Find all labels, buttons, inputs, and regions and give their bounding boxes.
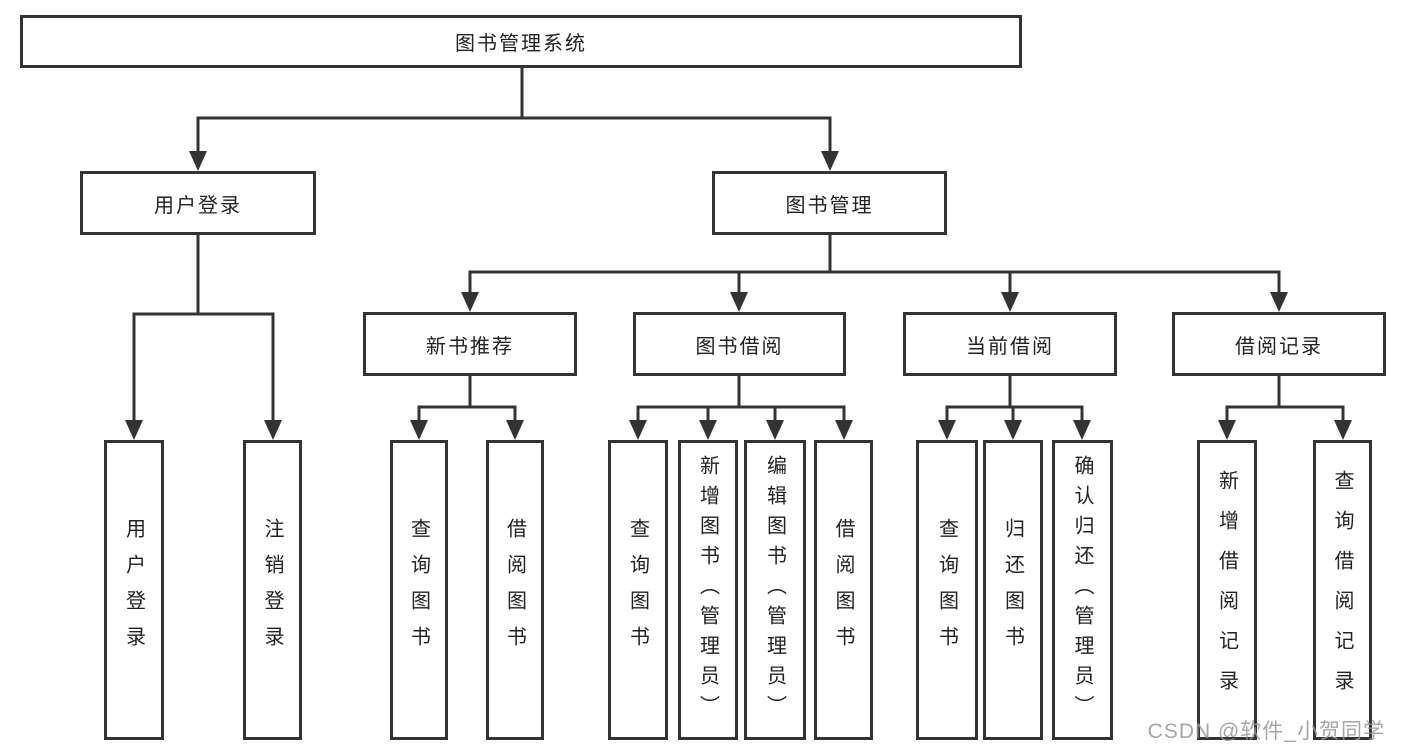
leaf-borrowing-add-books-admin: 新增图书（管理员）	[678, 440, 738, 740]
connector-borrow-records-to-children	[1225, 374, 1345, 423]
leaf-current-return-books: 归还图书	[983, 440, 1043, 740]
node-book-borrowing-label: 图书借阅	[695, 335, 784, 358]
leaf-records-add-record: 新增借阅记录	[1197, 440, 1257, 740]
leaf-user-login-label: 用户登录	[122, 518, 145, 662]
node-current-borrowing: 当前借阅	[903, 312, 1117, 376]
leaf-logout: 注销登录	[243, 440, 302, 740]
node-current-borrowing-label: 当前借阅	[966, 335, 1054, 358]
leaf-records-add-record-label: 新增借阅记录	[1215, 470, 1238, 710]
leaf-borrowing-edit-books-admin-label: 编辑图书（管理员）	[763, 455, 786, 725]
node-root-label: 图书管理系统	[455, 33, 587, 55]
leaf-current-confirm-return-admin-label: 确认归还（管理员）	[1071, 455, 1093, 725]
leaf-newrec-query-books: 查询图书	[390, 440, 448, 740]
connector-root-to-level2	[196, 66, 832, 154]
leaf-logout-label: 注销登录	[261, 518, 283, 662]
leaf-records-query-record: 查询借阅记录	[1313, 440, 1372, 740]
node-root: 图书管理系统	[20, 15, 1022, 68]
connector-user-login-to-children	[132, 233, 275, 423]
csdn-watermark: CSDN @软件_小贺同学	[1147, 720, 1385, 743]
leaf-borrowing-borrow-books: 借阅图书	[814, 440, 873, 740]
node-borrow-records: 借阅记录	[1172, 312, 1386, 376]
connector-book-borrowing-to-children	[636, 374, 846, 423]
leaf-records-query-record-label: 查询借阅记录	[1331, 470, 1353, 710]
leaf-newrec-query-books-label: 查询图书	[407, 518, 430, 662]
connector-book-management-to-level3	[468, 233, 1281, 296]
node-book-borrowing: 图书借阅	[633, 312, 846, 376]
leaf-user-login: 用户登录	[104, 440, 164, 740]
leaf-newrec-borrow-books: 借阅图书	[486, 440, 544, 740]
node-book-management-label: 图书管理	[785, 194, 874, 217]
node-borrow-records-label: 借阅记录	[1235, 335, 1323, 358]
leaf-borrowing-borrow-books-label: 借阅图书	[832, 518, 854, 662]
leaf-borrowing-add-books-admin-label: 新增图书（管理员）	[696, 455, 719, 725]
node-new-book-recommend-label: 新书推荐	[426, 335, 514, 358]
leaf-current-query-books: 查询图书	[916, 440, 978, 740]
leaf-borrowing-query-books: 查询图书	[608, 440, 668, 740]
connector-new-book-recommend-to-children	[417, 374, 517, 423]
leaf-borrowing-query-books-label: 查询图书	[626, 518, 649, 662]
leaf-current-confirm-return-admin: 确认归还（管理员）	[1052, 440, 1113, 740]
leaf-current-query-books-label: 查询图书	[935, 518, 958, 662]
leaf-current-return-books-label: 归还图书	[1001, 518, 1024, 662]
leaf-borrowing-edit-books-admin: 编辑图书（管理员）	[744, 440, 806, 740]
node-user-login-label: 用户登录	[154, 194, 242, 217]
leaf-newrec-borrow-books-label: 借阅图书	[503, 518, 526, 662]
node-book-management: 图书管理	[712, 171, 947, 235]
connector-current-borrowing-to-children	[945, 374, 1084, 423]
node-user-login: 用户登录	[80, 171, 316, 235]
node-new-book-recommend: 新书推荐	[363, 312, 577, 376]
